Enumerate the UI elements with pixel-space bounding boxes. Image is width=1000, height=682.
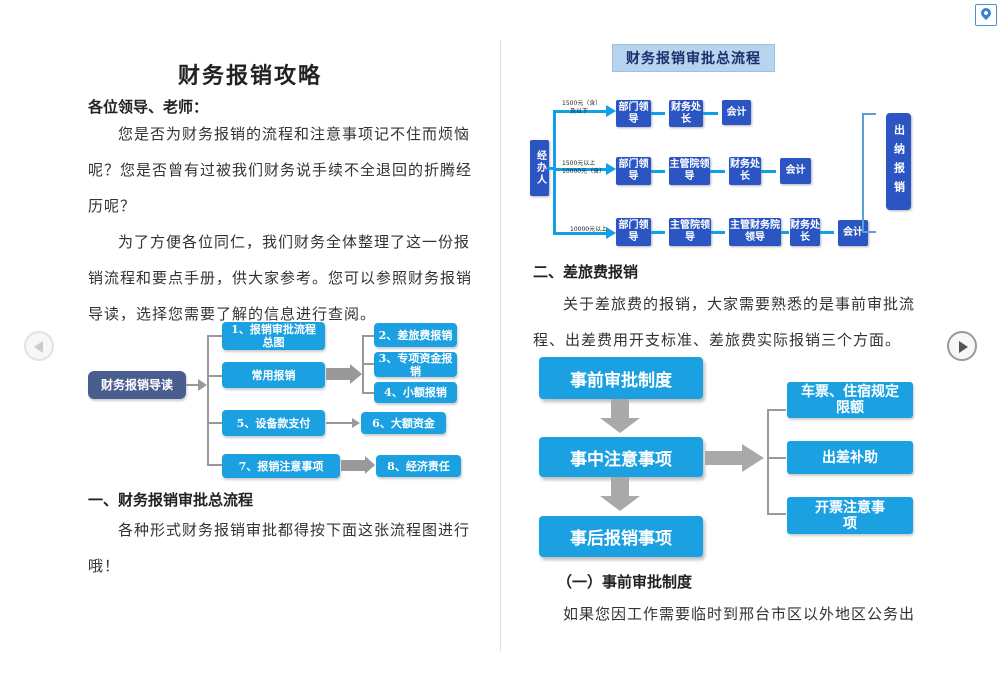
travel-allowance[interactable]: 出差补助	[787, 441, 913, 474]
prev-page-button[interactable]	[24, 331, 54, 361]
flow-fin-2: 财务处长	[729, 157, 761, 185]
section-2-heading: 二、差旅费报销	[533, 263, 639, 281]
flow-vpfin-3: 主管财务院领导	[729, 218, 781, 246]
travel-before[interactable]: 事前审批制度	[539, 357, 703, 399]
location-button[interactable]	[975, 4, 997, 26]
flow-fin-1: 财务处长	[669, 100, 703, 127]
guide-connector	[186, 384, 200, 386]
guide-item-approval[interactable]: 1、报销审批流程总图	[222, 322, 325, 350]
travel-during[interactable]: 事中注意事项	[539, 437, 703, 477]
travel-invoice[interactable]: 开票注意事项	[787, 497, 913, 534]
section-1-heading: 一、财务报销审批总流程	[88, 491, 254, 509]
down-arrow-icon	[600, 418, 640, 433]
right-arrow-icon	[742, 444, 764, 472]
subsection-paragraph: 如果您因工作需要临时到邢台市区以外地区公务出	[563, 605, 916, 623]
guide-root: 财务报销导读	[88, 371, 186, 399]
right-page	[502, 0, 1000, 682]
greeting: 各位领导、老师：	[88, 98, 209, 116]
travel-limits[interactable]: 车票、住宿规定限额	[787, 382, 913, 418]
document-title: 财务报销攻略	[177, 63, 322, 89]
guide-arrow-icon	[198, 379, 207, 391]
flow-fin-3: 财务处长	[790, 218, 820, 246]
flow-dept-2: 部门领导	[616, 157, 651, 185]
guide-item-equipment[interactable]: 5、设备款支付	[222, 410, 325, 436]
location-pin-icon	[978, 5, 994, 21]
guide-item-large[interactable]: 6、大额资金	[361, 412, 446, 434]
section-1-paragraph: 各种形式财务报销审批都得按下面这张流程图进行哦！	[88, 521, 471, 575]
flow-vp-3: 主管院领导	[669, 218, 711, 246]
flow-vp-2: 主管院领导	[669, 157, 710, 185]
guide-item-notes[interactable]: 7、报销注意事项	[222, 454, 340, 478]
guide-item-small[interactable]: 4、小额报销	[374, 382, 457, 403]
subsection-heading: （一）事前审批制度	[557, 573, 693, 591]
guide-bracket	[207, 335, 209, 466]
notes-arrow-icon	[365, 456, 375, 474]
guide-item-travel[interactable]: 2、差旅费报销	[374, 323, 457, 347]
equipment-arrow-icon	[352, 418, 360, 428]
common-arrow-icon	[350, 364, 362, 384]
flow-dept-1: 部门领导	[616, 100, 651, 127]
travel-after[interactable]: 事后报销事项	[539, 516, 703, 557]
flow-title: 财务报销审批总流程	[612, 44, 775, 72]
guide-item-common[interactable]: 常用报销	[222, 362, 325, 388]
intro-paragraph-2: 为了方便各位同仁，我们财务全体整理了这一份报销流程和要点手册，供大家参考。您可以…	[88, 233, 473, 323]
guide-item-special[interactable]: 3、专项资金报销	[374, 352, 457, 378]
down-arrow-icon	[600, 496, 640, 511]
section-2-paragraph: 关于差旅费的报销，大家需要熟悉的是事前审批流程、出差费用开支标准、差旅费实际报销…	[533, 295, 916, 349]
book-spine	[500, 40, 501, 652]
flow-acc-2: 会计	[780, 158, 811, 184]
next-page-button[interactable]	[947, 331, 977, 361]
intro-paragraph-1: 您是否为财务报销的流程和注意事项记不住而烦恼呢？您是否曾有过被我们财务说手续不全…	[88, 125, 473, 215]
flow-end: 出纳报销	[886, 113, 911, 210]
flow-dept-3: 部门领导	[616, 218, 651, 246]
guide-item-responsibility[interactable]: 8、经济责任	[376, 455, 461, 477]
flow-start: 经办人	[530, 140, 549, 196]
flow-acc-1: 会计	[722, 100, 751, 125]
